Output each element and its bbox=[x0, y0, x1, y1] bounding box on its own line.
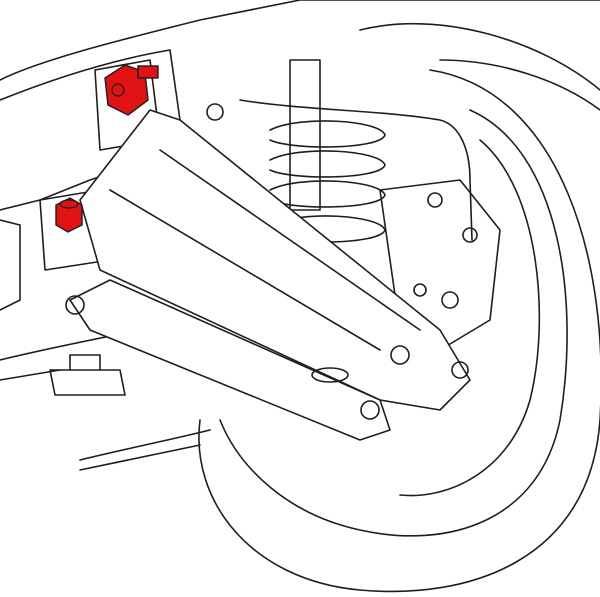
upper-bolt-center bbox=[111, 83, 125, 97]
lower-bolt-top bbox=[59, 199, 79, 209]
upper-mount-bolt bbox=[104, 64, 159, 116]
body-sill bbox=[299, 0, 600, 111]
upper-bolt-shank bbox=[137, 65, 159, 79]
damper-body bbox=[289, 59, 321, 211]
tire-outer bbox=[198, 69, 600, 593]
wheel-assembly bbox=[198, 0, 600, 593]
lower-arm bbox=[69, 279, 391, 441]
lower-mount-bolt bbox=[55, 197, 83, 233]
knuckle-bolt-2 bbox=[462, 227, 478, 243]
control-arm bbox=[49, 103, 471, 441]
left-panel bbox=[0, 219, 21, 311]
arm-bolt-inner bbox=[65, 295, 85, 315]
arm-bolt-knuckle bbox=[451, 361, 469, 379]
bump-stop bbox=[49, 354, 126, 396]
upper-bolt bbox=[206, 103, 224, 121]
spring-coils bbox=[269, 120, 386, 243]
arm-bolt-outer bbox=[390, 345, 410, 365]
highlighted-bolts bbox=[55, 64, 159, 233]
chassis-lower bbox=[0, 329, 211, 471]
knuckle-bolt-1 bbox=[427, 192, 443, 208]
arm-slot bbox=[311, 367, 349, 383]
knuckle-bolt-4 bbox=[413, 283, 427, 297]
tire-inner bbox=[219, 109, 568, 537]
upper-arm bbox=[79, 109, 471, 411]
knuckle-body bbox=[379, 179, 501, 351]
upper-bolt-head bbox=[104, 64, 149, 116]
coil-spring bbox=[239, 59, 473, 243]
brake-line bbox=[239, 99, 473, 241]
arm-ridge bbox=[109, 149, 421, 351]
rim-edge bbox=[399, 139, 541, 497]
lower-arm-bolt bbox=[360, 400, 380, 420]
knuckle-bolt-3 bbox=[441, 291, 459, 309]
knuckle bbox=[379, 179, 501, 351]
